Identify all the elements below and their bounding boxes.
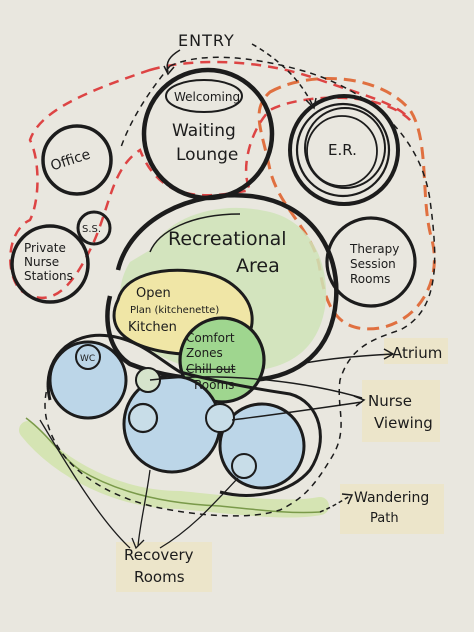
recovery-arrow-1 (39, 419, 131, 549)
recovery-arrow-2 (137, 469, 151, 547)
atrium-label: Atrium (392, 344, 442, 362)
nurse-viewing-arrow-2 (231, 401, 363, 421)
tape-patch-nurse-viewing (362, 380, 440, 442)
atrium-arrow (299, 353, 393, 365)
rooms-label: Rooms (350, 272, 390, 286)
tape-patch-atrium (384, 338, 448, 364)
nurse-label: Nurse (24, 255, 59, 269)
orange-zone-boundary (257, 76, 436, 331)
comfort-zones-bubble (178, 316, 266, 404)
er-bubble-ring-1 (295, 102, 391, 198)
therapy-session-rooms-bubble (325, 216, 417, 308)
recovery-label: Recovery (124, 546, 194, 564)
recreational-area-bubble (105, 193, 339, 383)
chill-out-label: Chill out (186, 362, 236, 376)
tape-patch-recovery-rooms (116, 542, 212, 592)
welcoming-bubble (165, 79, 243, 113)
recovery-room-bubble-1 (48, 340, 128, 420)
recreational-inner-curve (149, 213, 241, 253)
entry-arrow-left (166, 49, 181, 73)
er-bubble-ring-2 (304, 107, 386, 189)
recovery-arrow-3 (159, 477, 239, 549)
entry-label: ENTRY (178, 31, 235, 50)
recreational-label: Recreational (168, 228, 287, 250)
ss-bubble (76, 210, 112, 246)
zones-label: Zones (186, 346, 223, 360)
tape-patch-wandering-path (340, 484, 444, 534)
recovery-cluster-outline (46, 333, 322, 497)
ss-label: S.S. (82, 224, 101, 235)
nurse-viewing-arrowhead (353, 395, 366, 407)
entry-arrowhead-left (163, 65, 175, 76)
nurse-viewing-bubble (205, 403, 235, 433)
er-bubble-ring-3 (306, 115, 378, 187)
inner-dashed-connector (119, 65, 171, 151)
comfort-rooms-label: Rooms (194, 378, 234, 392)
recovery-room-ensuite-3 (231, 453, 257, 479)
red-zone-boundary (9, 60, 412, 300)
er-bubble-outer (288, 94, 400, 206)
lounge-label: Lounge (176, 145, 238, 165)
kitchen-label: Kitchen (128, 320, 177, 335)
nurse-viewing-arrow-1 (149, 376, 363, 399)
comfort-label: Comfort (186, 331, 235, 345)
nurse-viewing-label-2: Viewing (374, 414, 433, 432)
wandering-path-line (25, 417, 321, 514)
therapy-label: Therapy (349, 242, 399, 256)
kitchen-plan-label: Plan (kitchenette) (130, 305, 219, 316)
recovery-arrowhead (131, 537, 145, 550)
waiting-label: Waiting (172, 121, 236, 141)
welcoming-label: Welcoming (174, 90, 240, 104)
nurse-viewing-label-1: Nurse (368, 392, 412, 410)
er-label: E.R. (328, 141, 357, 159)
wc-bubble (75, 344, 101, 370)
wandering-path-wash (19, 421, 329, 518)
session-label: Session (350, 257, 396, 271)
small-link-bubble (135, 367, 161, 393)
office-bubble (41, 124, 113, 196)
recovery-rooms-label: Rooms (134, 568, 185, 586)
path-label: Path (370, 511, 399, 526)
entry-arrowhead-right (305, 97, 317, 110)
private-label: Private (24, 241, 66, 255)
atrium-arrowhead (383, 348, 395, 360)
wandering-label: Wandering (354, 490, 429, 506)
office-label: Office (49, 147, 93, 175)
entry-arrow-right (251, 43, 313, 105)
wandering-path-arrowhead (341, 493, 354, 505)
stations-label: Stations (24, 269, 73, 283)
private-nurse-stations-bubble (10, 224, 90, 304)
kitchen-open-label: Open (136, 286, 171, 301)
recovery-room-ensuite-2 (127, 402, 159, 434)
wc-label: WC (80, 354, 95, 364)
area-label: Area (236, 255, 280, 277)
wandering-path-arrow (319, 495, 351, 513)
